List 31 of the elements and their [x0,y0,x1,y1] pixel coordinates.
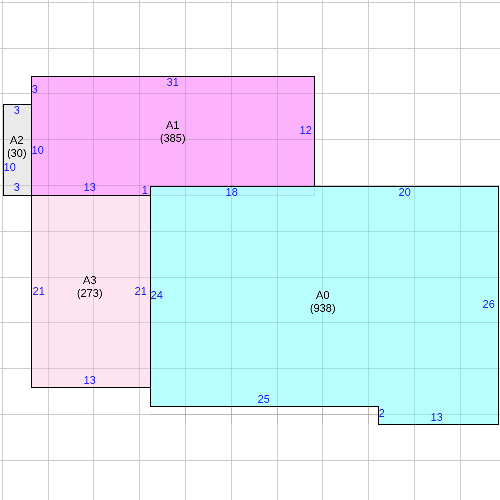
dimension-label: 12 [300,125,312,137]
dimension-label: 18 [226,187,238,199]
area-name: A2 [10,135,24,148]
dimension-label: 10 [32,145,44,157]
area-shape [31,195,151,388]
dimension-label: 3 [14,105,20,117]
dimension-label: 31 [166,77,180,89]
dimension-label: 25 [258,394,270,406]
dimension-label: 10 [4,162,16,174]
area-value: (30) [7,148,27,161]
area-value: (273) [77,288,103,301]
area-name: A1 [166,120,180,133]
dimension-label: 1 [142,185,148,197]
dimension-label: 20 [398,187,412,199]
area-name: A0 [316,290,330,303]
area-name: A3 [83,275,97,288]
area-shape [150,186,499,425]
dimension-label: 21 [32,286,46,298]
dimension-label: 13 [430,412,444,424]
area-value: (385) [160,133,186,146]
dimension-label: 24 [150,290,164,302]
dimension-label: 3 [14,182,20,194]
dimension-label: 13 [84,375,96,387]
dimension-label: 21 [134,286,148,298]
dimension-label: 3 [32,84,38,96]
area-shape [3,104,32,196]
dimension-label: 13 [84,182,96,194]
area-shape [31,76,315,196]
dimension-label: 26 [482,299,496,311]
dimension-label: 2 [378,408,386,420]
area-value: (938) [310,303,336,316]
